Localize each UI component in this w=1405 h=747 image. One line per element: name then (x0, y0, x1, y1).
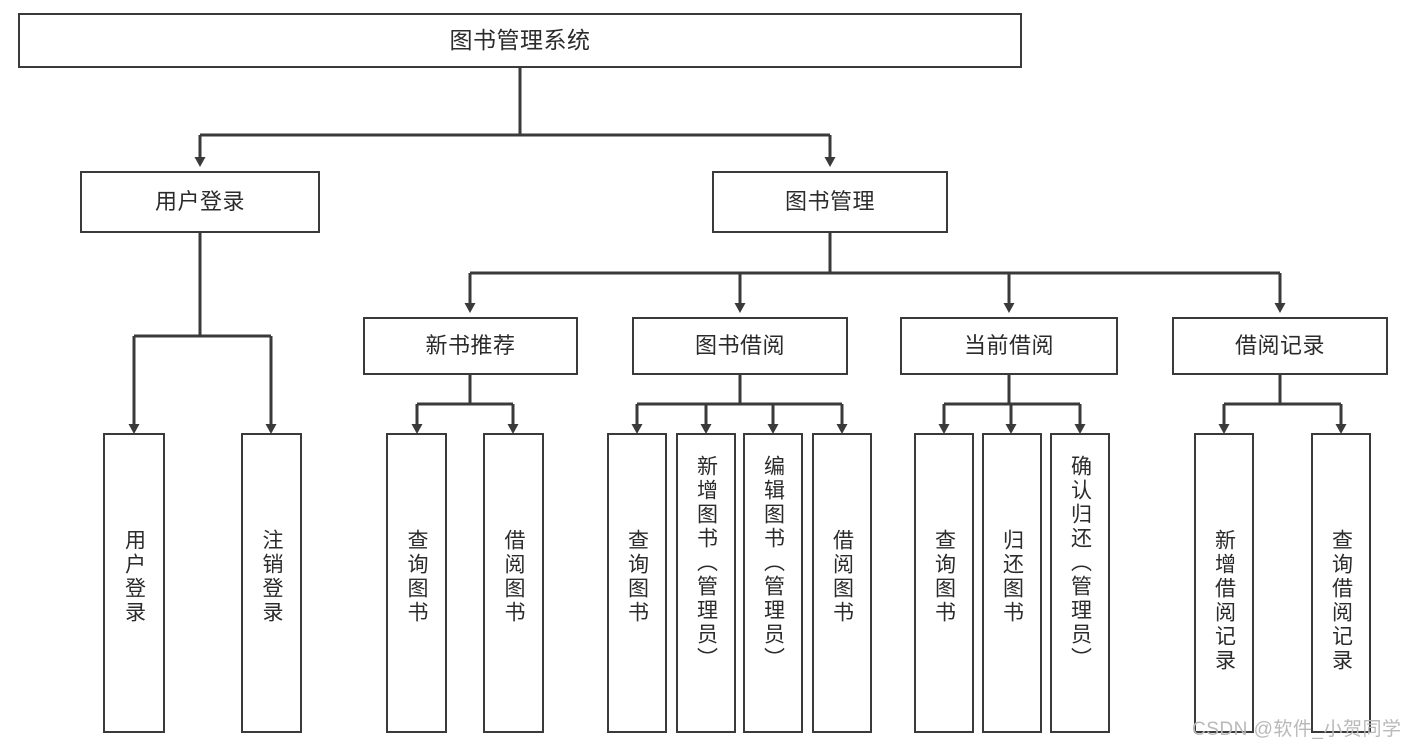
leaf-return-book[interactable]: 归还图书 (982, 433, 1042, 733)
node-label: 归还图书 (1000, 529, 1024, 625)
node-label: 用户登录 (154, 189, 245, 215)
node-label: 图书管理 (784, 189, 875, 215)
leaf-logout-login[interactable]: 注销登录 (241, 433, 302, 733)
node-current-borrow[interactable]: 当前借阅 (900, 317, 1118, 375)
leaf-user-login[interactable]: 用户登录 (103, 433, 165, 733)
node-label: 查询图书 (932, 529, 956, 625)
leaf-query-book-recommend[interactable]: 查询图书 (386, 433, 447, 733)
leaf-add-borrow-record[interactable]: 新增借阅记录 (1194, 433, 1254, 733)
node-borrow-record[interactable]: 借阅记录 (1172, 317, 1388, 375)
node-label: 注销登录 (260, 529, 283, 625)
leaf-add-book-admin[interactable]: 新增图书（管理员） (676, 433, 736, 733)
node-book-borrow[interactable]: 图书借阅 (632, 317, 848, 375)
node-label: 确认归还（管理员） (1068, 455, 1092, 671)
leaf-edit-book-admin[interactable]: 编辑图书（管理员） (743, 433, 803, 733)
leaf-borrow-book-recommend[interactable]: 借阅图书 (483, 433, 544, 733)
node-user-login[interactable]: 用户登录 (80, 171, 320, 233)
node-book-management[interactable]: 图书管理 (712, 171, 948, 233)
leaf-query-borrow-record[interactable]: 查询借阅记录 (1311, 433, 1371, 733)
node-root-book-management-system[interactable]: 图书管理系统 (18, 13, 1022, 68)
node-label: 新增图书（管理员） (694, 455, 718, 671)
node-new-book-recommend[interactable]: 新书推荐 (363, 317, 578, 375)
node-label: 借阅图书 (830, 529, 854, 625)
csdn-watermark: CSDN @软件_小贺同学 (1192, 719, 1402, 740)
node-label: 当前借阅 (963, 333, 1054, 359)
node-label: 新书推荐 (425, 333, 516, 359)
node-label: 借阅记录 (1234, 333, 1325, 359)
node-label: 编辑图书（管理员） (761, 455, 785, 671)
node-label: 查询图书 (625, 529, 649, 625)
leaf-query-book-current[interactable]: 查询图书 (914, 433, 974, 733)
leaf-borrow-book-borrow[interactable]: 借阅图书 (812, 433, 872, 733)
leaf-confirm-return-admin[interactable]: 确认归还（管理员） (1050, 433, 1110, 733)
leaf-query-book-borrow[interactable]: 查询图书 (607, 433, 667, 733)
node-label: 新增借阅记录 (1212, 529, 1236, 673)
node-label: 查询图书 (405, 529, 428, 625)
node-label: 借阅图书 (502, 529, 525, 625)
node-label: 图书管理系统 (449, 26, 591, 53)
node-label: 查询借阅记录 (1329, 529, 1353, 673)
node-label: 图书借阅 (694, 333, 785, 359)
node-label: 用户登录 (122, 529, 146, 625)
